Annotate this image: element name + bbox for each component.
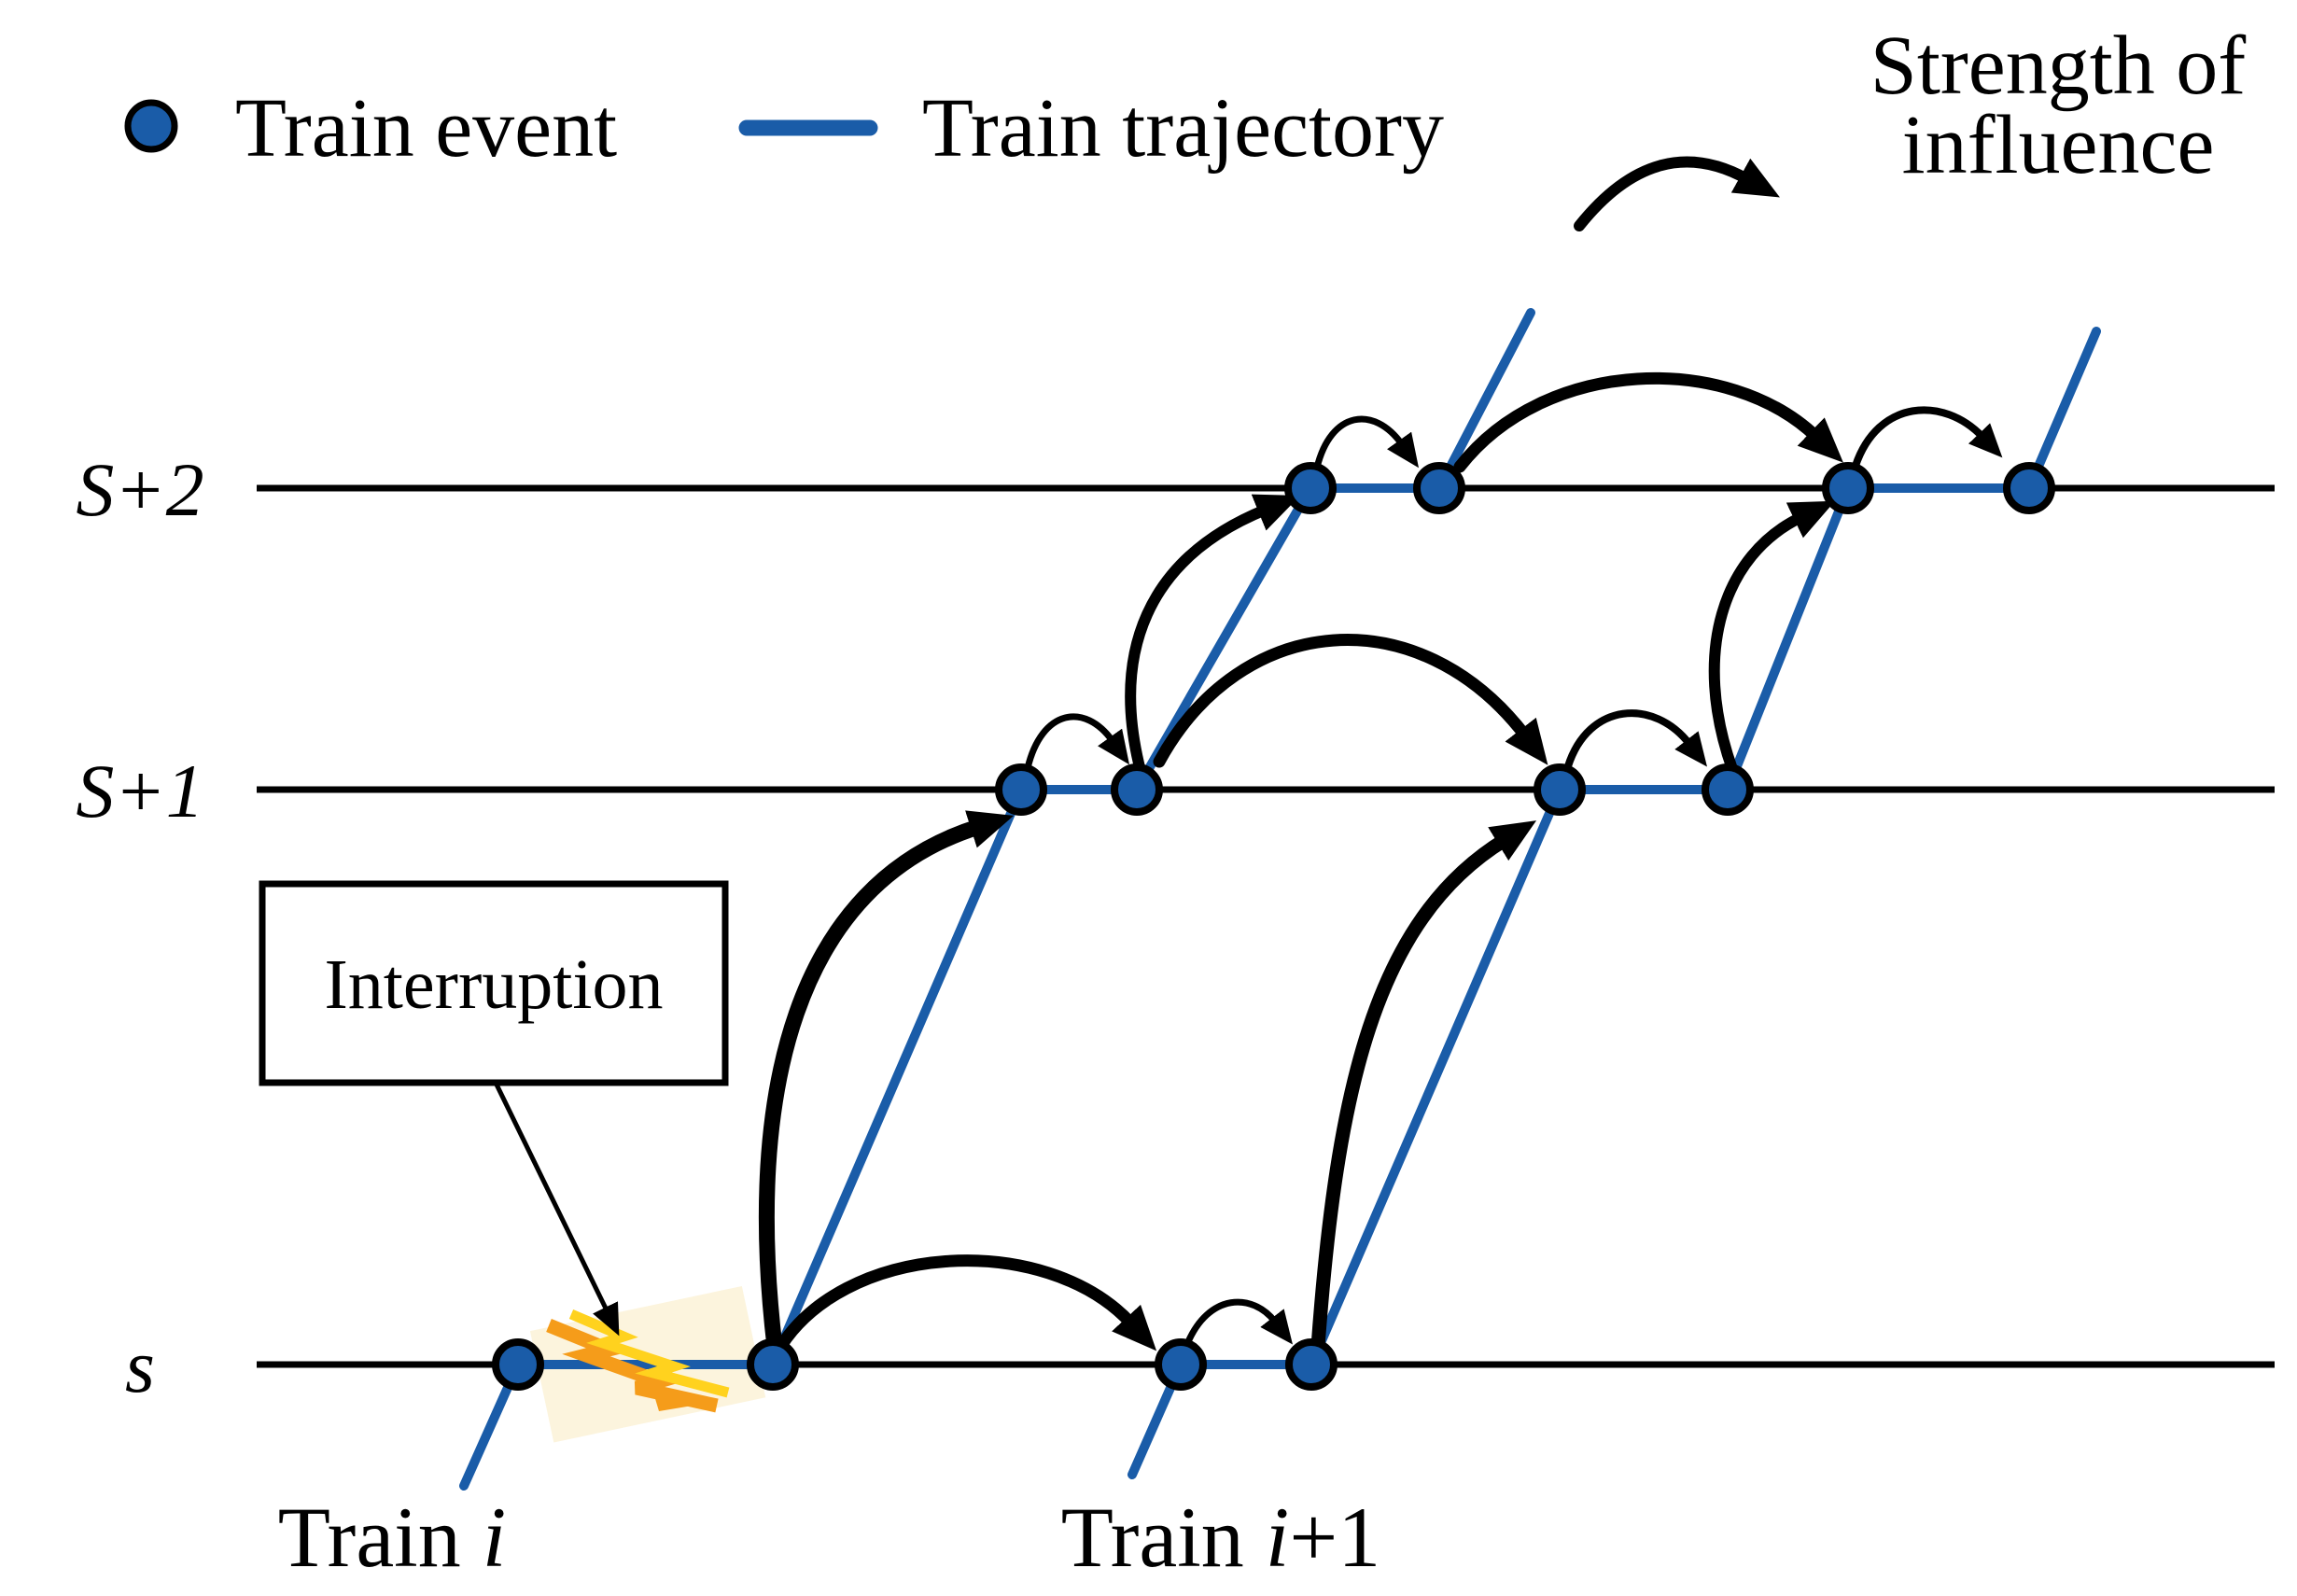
train-event-dot xyxy=(1111,763,1163,816)
legend-train-event-icon xyxy=(124,99,178,153)
influence-arrow xyxy=(1708,500,1836,775)
legend-strength-arrow-icon xyxy=(1574,156,1780,231)
train-event-dot xyxy=(1413,462,1465,514)
train-event-dot xyxy=(1702,763,1754,816)
train-event-dot xyxy=(1822,462,1874,514)
train-event-dot xyxy=(1534,763,1586,816)
influence-arrow xyxy=(758,810,1015,1355)
influence-arrow xyxy=(1024,713,1130,772)
train-i-label-pre: Train xyxy=(278,1490,483,1585)
train-event-dot xyxy=(995,763,1047,816)
influence-arrows-layer xyxy=(758,371,2003,1360)
influence-arrow xyxy=(1453,371,1843,473)
train-event-dot xyxy=(747,1338,799,1391)
train-event-dot xyxy=(1284,462,1337,514)
train-i-label-var: i xyxy=(483,1490,507,1585)
legend: Train event Train trajectory Strength of… xyxy=(124,20,2246,231)
influence-arrow xyxy=(1310,820,1537,1354)
train-event-dot xyxy=(1285,1338,1338,1391)
legend-train-trajectory-label: Train trajectory xyxy=(922,82,1444,175)
train-i1-label-post: +1 xyxy=(1289,1490,1380,1585)
influence-arrow xyxy=(770,1254,1157,1360)
influence-arrow xyxy=(1153,634,1548,768)
influence-arrow xyxy=(1564,709,1708,770)
interruption-label: Interruption xyxy=(324,945,663,1024)
influence-arrow xyxy=(1313,415,1420,471)
influence-arrow xyxy=(1852,406,2003,469)
legend-strength-line1: Strength of xyxy=(1870,20,2246,112)
influence-arrow xyxy=(1184,1298,1294,1348)
station-label-s: s xyxy=(125,1323,155,1408)
station-label-S+2: S+2 xyxy=(76,447,203,532)
interruption-callout: Interruption xyxy=(259,880,729,1337)
train-trajectory-i+1 xyxy=(1127,327,2101,1479)
influence-arrow xyxy=(1125,494,1301,777)
train-i-label: Train i xyxy=(278,1490,507,1585)
legend-strength-line2: influence xyxy=(1902,99,2215,191)
train-event-dot xyxy=(492,1338,544,1391)
legend-train-event-label: Train event xyxy=(235,82,617,175)
train-i1-label-var: i xyxy=(1266,1490,1290,1585)
flash-dart xyxy=(653,1393,698,1411)
train-i1-label: Train i+1 xyxy=(1061,1490,1380,1585)
train-event-dot xyxy=(1155,1338,1207,1391)
train-events-layer xyxy=(492,462,2055,1391)
train-event-dot xyxy=(2003,462,2055,514)
station-label-S+1: S+1 xyxy=(76,749,203,833)
train-i1-label-pre: Train xyxy=(1061,1490,1266,1585)
interruption-pointer-arrow xyxy=(494,1083,620,1337)
interruption-box xyxy=(259,880,729,1086)
